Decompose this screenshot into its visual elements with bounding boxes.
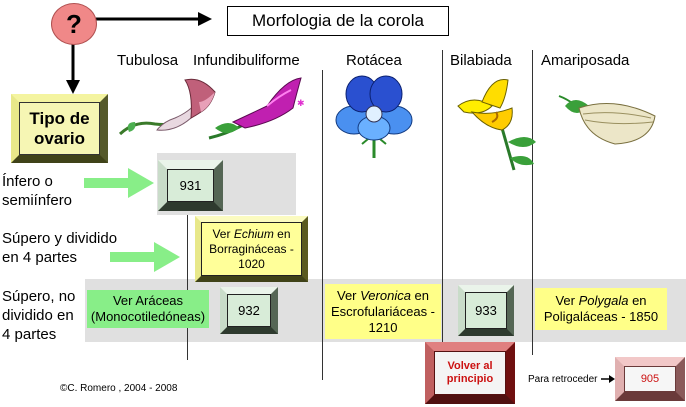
ovary-type-box: Tipo de ovario	[11, 94, 108, 163]
araceas-link-button[interactable]: Ver Aráceas (Monocotiledóneas)	[87, 290, 209, 328]
column-divider	[442, 50, 443, 380]
copyright-text: ©C. Romero , 2004 - 2008	[60, 383, 178, 394]
column-header-rotacea: Rotácea	[346, 52, 402, 69]
rotate-flower-icon	[335, 75, 413, 158]
link-932-button[interactable]: 932	[220, 287, 278, 334]
retroceder-label: Para retroceder	[528, 374, 598, 385]
column-divider	[187, 215, 188, 360]
column-header-tubulosa: Tubulosa	[117, 52, 179, 69]
svg-text:✱: ✱	[297, 98, 305, 108]
header-arrows	[66, 12, 212, 94]
question-button[interactable]: ?	[51, 3, 97, 45]
column-header-amariposada: Amariposada	[541, 52, 630, 69]
question-mark: ?	[66, 8, 82, 39]
page-title: Morfologia de la corola	[227, 6, 449, 36]
link-931-button[interactable]: 931	[158, 160, 223, 211]
link-933-button[interactable]: 933	[458, 285, 514, 336]
arrow-right-icon	[84, 168, 154, 198]
row-label-infero: Ínfero o semiínfero	[2, 173, 73, 209]
column-header-bilabiada: Bilabiada	[450, 52, 512, 69]
arrow-right-icon	[601, 375, 615, 383]
echium-link-button[interactable]: Ver Echium en Borragináceas - 1020	[195, 216, 308, 282]
column-divider	[322, 70, 323, 380]
back-to-start-button[interactable]: Volver al principio	[425, 342, 515, 404]
ovary-type-label: Tipo de ovario	[29, 108, 90, 148]
funnel-flower-icon: ✱	[208, 77, 305, 140]
column-divider	[532, 50, 533, 355]
row-label-supero-dividido: Súpero y dividido en 4 partes	[2, 230, 118, 266]
row-label-supero-no-dividido: Súpero, no dividido en 4 partes	[2, 288, 76, 343]
veronica-link-button[interactable]: Ver Veronica en Escrofulariáceas - 1210	[325, 284, 441, 339]
polygala-link-button[interactable]: Ver Polygala en Poligaláceas - 1850	[535, 288, 667, 330]
papilionaceous-flower-icon	[558, 95, 656, 145]
retroceder-905-button[interactable]: 905	[615, 357, 685, 401]
arrow-right-icon	[110, 242, 180, 272]
column-header-infundibuliforme: Infundibuliforme	[193, 52, 300, 69]
tubular-flower-icon	[118, 78, 216, 136]
bilabiate-flower-icon	[457, 78, 536, 171]
